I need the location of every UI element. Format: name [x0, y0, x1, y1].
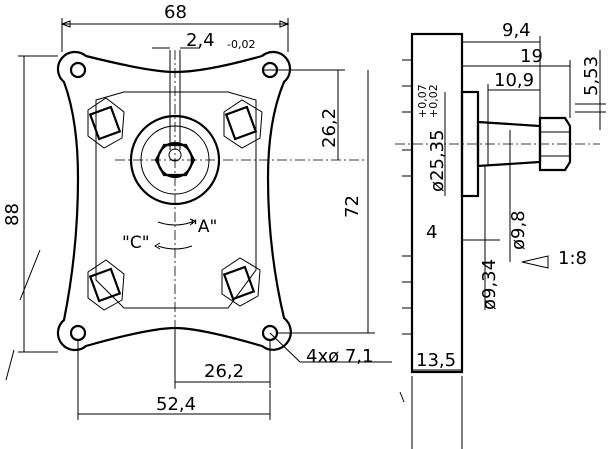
mount-hole-top-left — [69, 61, 87, 79]
dim-thread-length: 10,9 — [494, 70, 534, 91]
dim-hole-horizontal-pitch: 52,4 — [156, 394, 196, 415]
bolt-top-left — [87, 97, 125, 149]
dim-taper-ratio: 1:8 — [558, 248, 587, 269]
dim-taper-diameter: ø9,8 — [508, 210, 529, 250]
rotation-label-c: "C" — [122, 233, 150, 253]
dim-hole-horizontal-half: 26,2 — [204, 361, 244, 382]
dim-pilot-tol-lower: +0,02 — [427, 84, 440, 118]
dim-pilot-offset: 5,53 — [581, 56, 602, 96]
side-flange — [410, 32, 464, 374]
dim-overall-shaft: 19 — [520, 46, 543, 67]
dim-flange-thickness: 13,5 — [416, 350, 456, 371]
dim-pilot-diameter: ø25,35 — [427, 129, 448, 192]
dim-overall-width: 68 — [164, 2, 187, 23]
bolt-top-right — [223, 99, 263, 149]
dim-hole-offset-vertical: 26,2 — [319, 108, 340, 148]
side-nut — [538, 116, 572, 172]
bolt-bottom-right — [221, 257, 261, 307]
bolt-bottom-left — [87, 259, 125, 311]
flange-outline — [56, 50, 292, 352]
dim-shaft-diameter: ø9,34 — [479, 259, 500, 310]
dim-shaft-length: 9,4 — [502, 20, 531, 41]
dim-keyway-width: 2,4 — [186, 30, 215, 51]
front-view: "A" "C" 68 2,4 -0,02 26,2 72 88 26,2 — [2, 2, 392, 420]
taper-symbol — [521, 255, 549, 269]
dim-pilot-tol-upper: +0,07 — [416, 84, 429, 118]
dim-hole-vertical-pitch: 72 — [342, 195, 363, 218]
dim-shoulder: 4 — [426, 222, 437, 243]
pump-body-outline — [95, 91, 257, 309]
rotation-label-a: "A" — [190, 217, 217, 237]
dim-overall-height: 88 — [2, 203, 23, 226]
dim-keyway-tol: -0,02 — [227, 38, 255, 51]
side-view: 9,4 19 10,9 5,53 ø25,35 +0,07 +0,02 ø9,8… — [395, 20, 606, 449]
mount-hole-bottom-left — [69, 324, 87, 342]
dim-mount-holes: 4xø 7,1 — [306, 346, 373, 367]
